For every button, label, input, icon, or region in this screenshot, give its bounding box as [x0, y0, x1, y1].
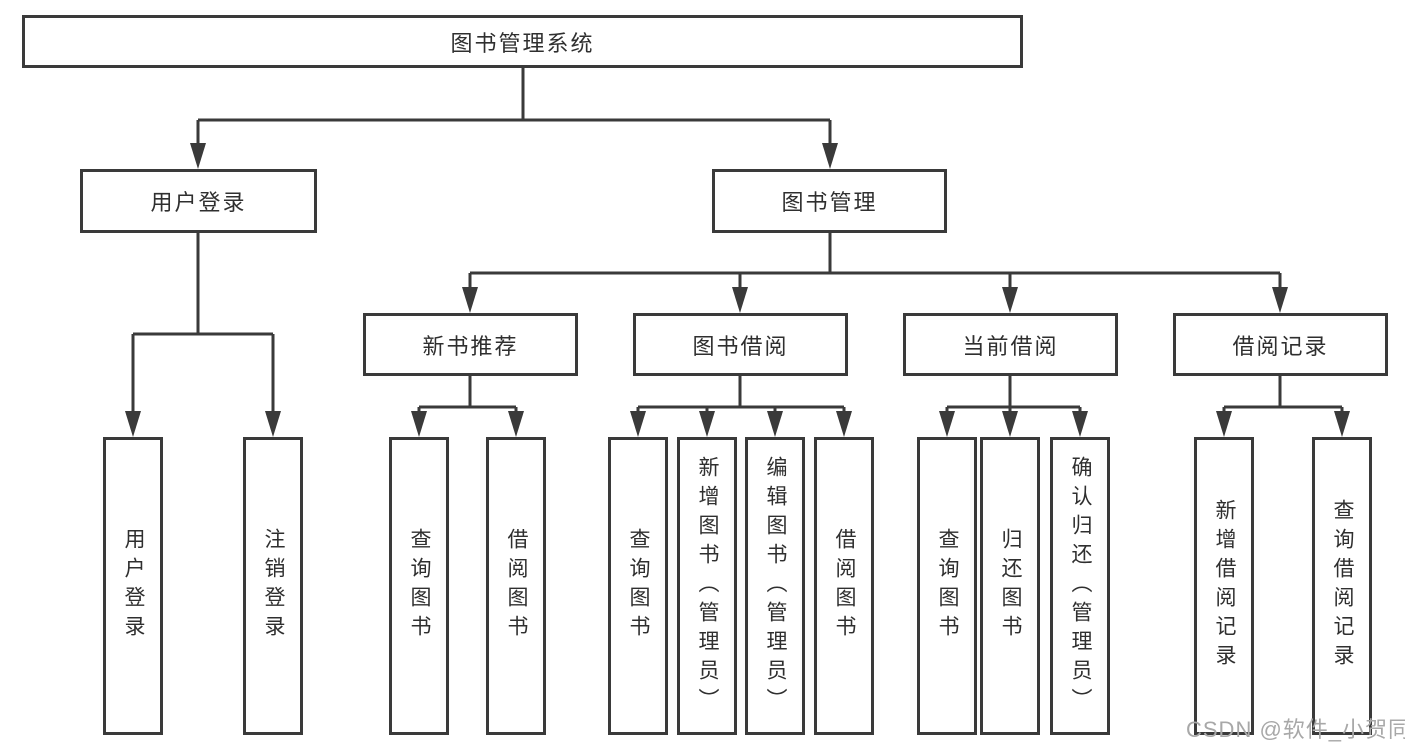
- node-label: 图书管理: [781, 190, 878, 215]
- node-current-borrowing: 当前借阅: [903, 313, 1118, 376]
- connector-paths: [131, 68, 1344, 413]
- node-label: 图书借阅: [692, 333, 789, 359]
- leaf-edit-books-admin: 编辑图书（管理员）: [745, 437, 805, 735]
- leaf-logout: 注销登录: [243, 437, 303, 735]
- leaf-label: 归还图书: [999, 528, 1022, 644]
- node-library-management-system: 图书管理系统: [22, 15, 1023, 68]
- node-label: 新书推荐: [422, 333, 519, 359]
- node-new-book-recommendation: 新书推荐: [363, 313, 578, 376]
- leaf-query-books: 查询图书: [917, 437, 977, 735]
- node-book-borrowing: 图书借阅: [633, 313, 848, 376]
- node-label: 借阅记录: [1232, 333, 1329, 359]
- leaf-label: 借阅图书: [833, 528, 856, 644]
- leaf-label: 查询图书: [627, 528, 650, 644]
- arrowhead-icons: [125, 143, 1350, 437]
- leaf-query-books: 查询图书: [389, 437, 449, 735]
- leaf-label: 编辑图书（管理员）: [764, 455, 787, 717]
- node-label: 当前借阅: [962, 333, 1059, 359]
- node-user-login: 用户登录: [80, 169, 317, 233]
- leaf-label: 用户登录: [122, 528, 145, 644]
- leaf-label: 注销登录: [262, 528, 285, 644]
- leaf-add-borrow-record: 新增借阅记录: [1194, 437, 1254, 735]
- leaf-label: 新增图书（管理员）: [696, 455, 719, 717]
- leaf-label: 借阅图书: [505, 528, 528, 644]
- leaf-confirm-return-admin: 确认归还（管理员）: [1050, 437, 1110, 735]
- node-label: 图书管理系统: [450, 30, 595, 56]
- leaf-add-books-admin: 新增图书（管理员）: [677, 437, 737, 735]
- leaf-label: 确认归还（管理员）: [1069, 455, 1092, 717]
- leaf-label: 新增借阅记录: [1213, 499, 1236, 673]
- node-book-management: 图书管理: [712, 169, 947, 233]
- leaf-label: 查询图书: [408, 528, 431, 644]
- leaf-borrow-books: 借阅图书: [486, 437, 546, 735]
- leaf-label: 查询借阅记录: [1331, 499, 1354, 673]
- leaf-user-login: 用户登录: [103, 437, 163, 735]
- leaf-query-books: 查询图书: [608, 437, 668, 735]
- leaf-label: 查询图书: [936, 528, 959, 644]
- node-label: 用户登录: [150, 190, 247, 215]
- watermark: CSDN @软件_小贺同学: [1186, 717, 1405, 742]
- leaf-query-borrow-record: 查询借阅记录: [1312, 437, 1372, 735]
- node-borrowing-records: 借阅记录: [1173, 313, 1388, 376]
- leaf-borrow-books: 借阅图书: [814, 437, 874, 735]
- leaf-return-books: 归还图书: [980, 437, 1040, 735]
